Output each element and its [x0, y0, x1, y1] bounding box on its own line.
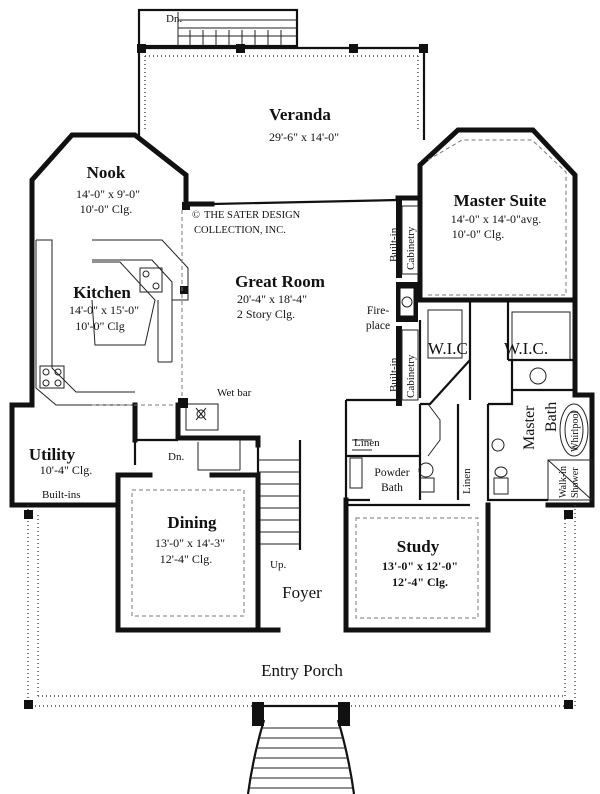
fireplace-label-1: Fire- — [367, 305, 390, 317]
built-ins-label: Built-ins — [42, 489, 81, 501]
study-ceiling: 12'-4" Clg. — [392, 575, 448, 589]
master-suite-name: Master Suite — [454, 191, 547, 210]
builtin-bot-2: Cabinetry — [405, 354, 417, 398]
great-room-ceiling: 2 Story Clg. — [237, 307, 295, 321]
study-size: 13'-0" x 12'-0" — [382, 559, 458, 573]
kitchen-cabinets — [35, 202, 190, 406]
veranda-size: 29'-6" x 14'-0" — [269, 130, 339, 144]
study-name: Study — [397, 537, 440, 556]
builtin-bot-1: Built-in — [388, 357, 400, 392]
veranda — [137, 44, 428, 140]
dining-study-walls — [115, 472, 491, 633]
walkin-label-1: Walk-in — [558, 466, 569, 498]
wet-bar-label: Wet bar — [217, 387, 252, 399]
copyright-symbol: © — [192, 210, 200, 221]
label-dn-top: Dn. — [166, 13, 182, 25]
utility-ceiling: 10'-4" Clg. — [40, 463, 92, 477]
master-bath — [486, 360, 593, 502]
master-bath-label-2: Bath — [543, 402, 560, 432]
master-suite-size: 14'-0" x 14'-0"avg. — [451, 212, 541, 226]
powder-label-1: Powder — [374, 467, 409, 479]
kitchen-size: 14'-0" x 15'-0" — [69, 303, 139, 317]
master-bath-label-1: Master — [521, 405, 538, 450]
fireplace-builtins — [396, 200, 419, 406]
linen-label-1: Linen — [354, 437, 380, 449]
kitchen-name: Kitchen — [73, 283, 131, 302]
dining-name: Dining — [167, 513, 217, 532]
walkin-label-2: Shower — [570, 467, 581, 498]
foyer-name: Foyer — [282, 583, 322, 602]
veranda-steps — [137, 8, 299, 48]
front-steps — [246, 719, 356, 794]
builtin-top-2: Cabinetry — [405, 226, 417, 270]
label-dn-stair: Dn. — [168, 451, 184, 463]
nook-name: Nook — [87, 163, 126, 182]
linen-label-2: Linen — [461, 468, 473, 494]
wic-right-label: W.I.C. — [504, 339, 548, 358]
room-labels: Dn. Veranda 29'-6" x 14'-0" Nook 14'-0" … — [29, 13, 581, 680]
great-room-size: 20'-4" x 18'-4" — [237, 292, 307, 306]
master-suite-ceiling: 10'-0" Clg. — [452, 227, 504, 241]
fireplace-label-2: place — [366, 320, 390, 332]
powder-label-2: Bath — [381, 482, 403, 494]
kitchen-ceiling: 10'-0" Clg — [75, 319, 124, 333]
exterior-walls — [9, 127, 595, 508]
nook-ceiling: 10'-0" Clg. — [80, 202, 132, 216]
entry-porch — [24, 505, 576, 726]
dining-size: 13'-0" x 14'-3" — [155, 536, 225, 550]
utility-name: Utility — [29, 445, 76, 464]
whirlpool-label: Whirlpool — [570, 411, 581, 452]
dining-ceiling: 12'-4" Clg. — [160, 552, 212, 566]
great-room-name: Great Room — [235, 272, 325, 291]
master-suite-walls — [417, 139, 578, 406]
nook-size: 14'-0" x 9'-0" — [76, 187, 140, 201]
builtin-top-1: Built-in — [388, 227, 400, 262]
wic-left-label: W.I.C. — [428, 339, 472, 358]
veranda-name: Veranda — [269, 105, 331, 124]
entry-porch-name: Entry Porch — [261, 661, 343, 680]
copyright-line-2: COLLECTION, INC. — [194, 225, 286, 236]
copyright-line-1: THE SATER DESIGN — [204, 210, 301, 221]
label-up: Up. — [270, 559, 286, 571]
